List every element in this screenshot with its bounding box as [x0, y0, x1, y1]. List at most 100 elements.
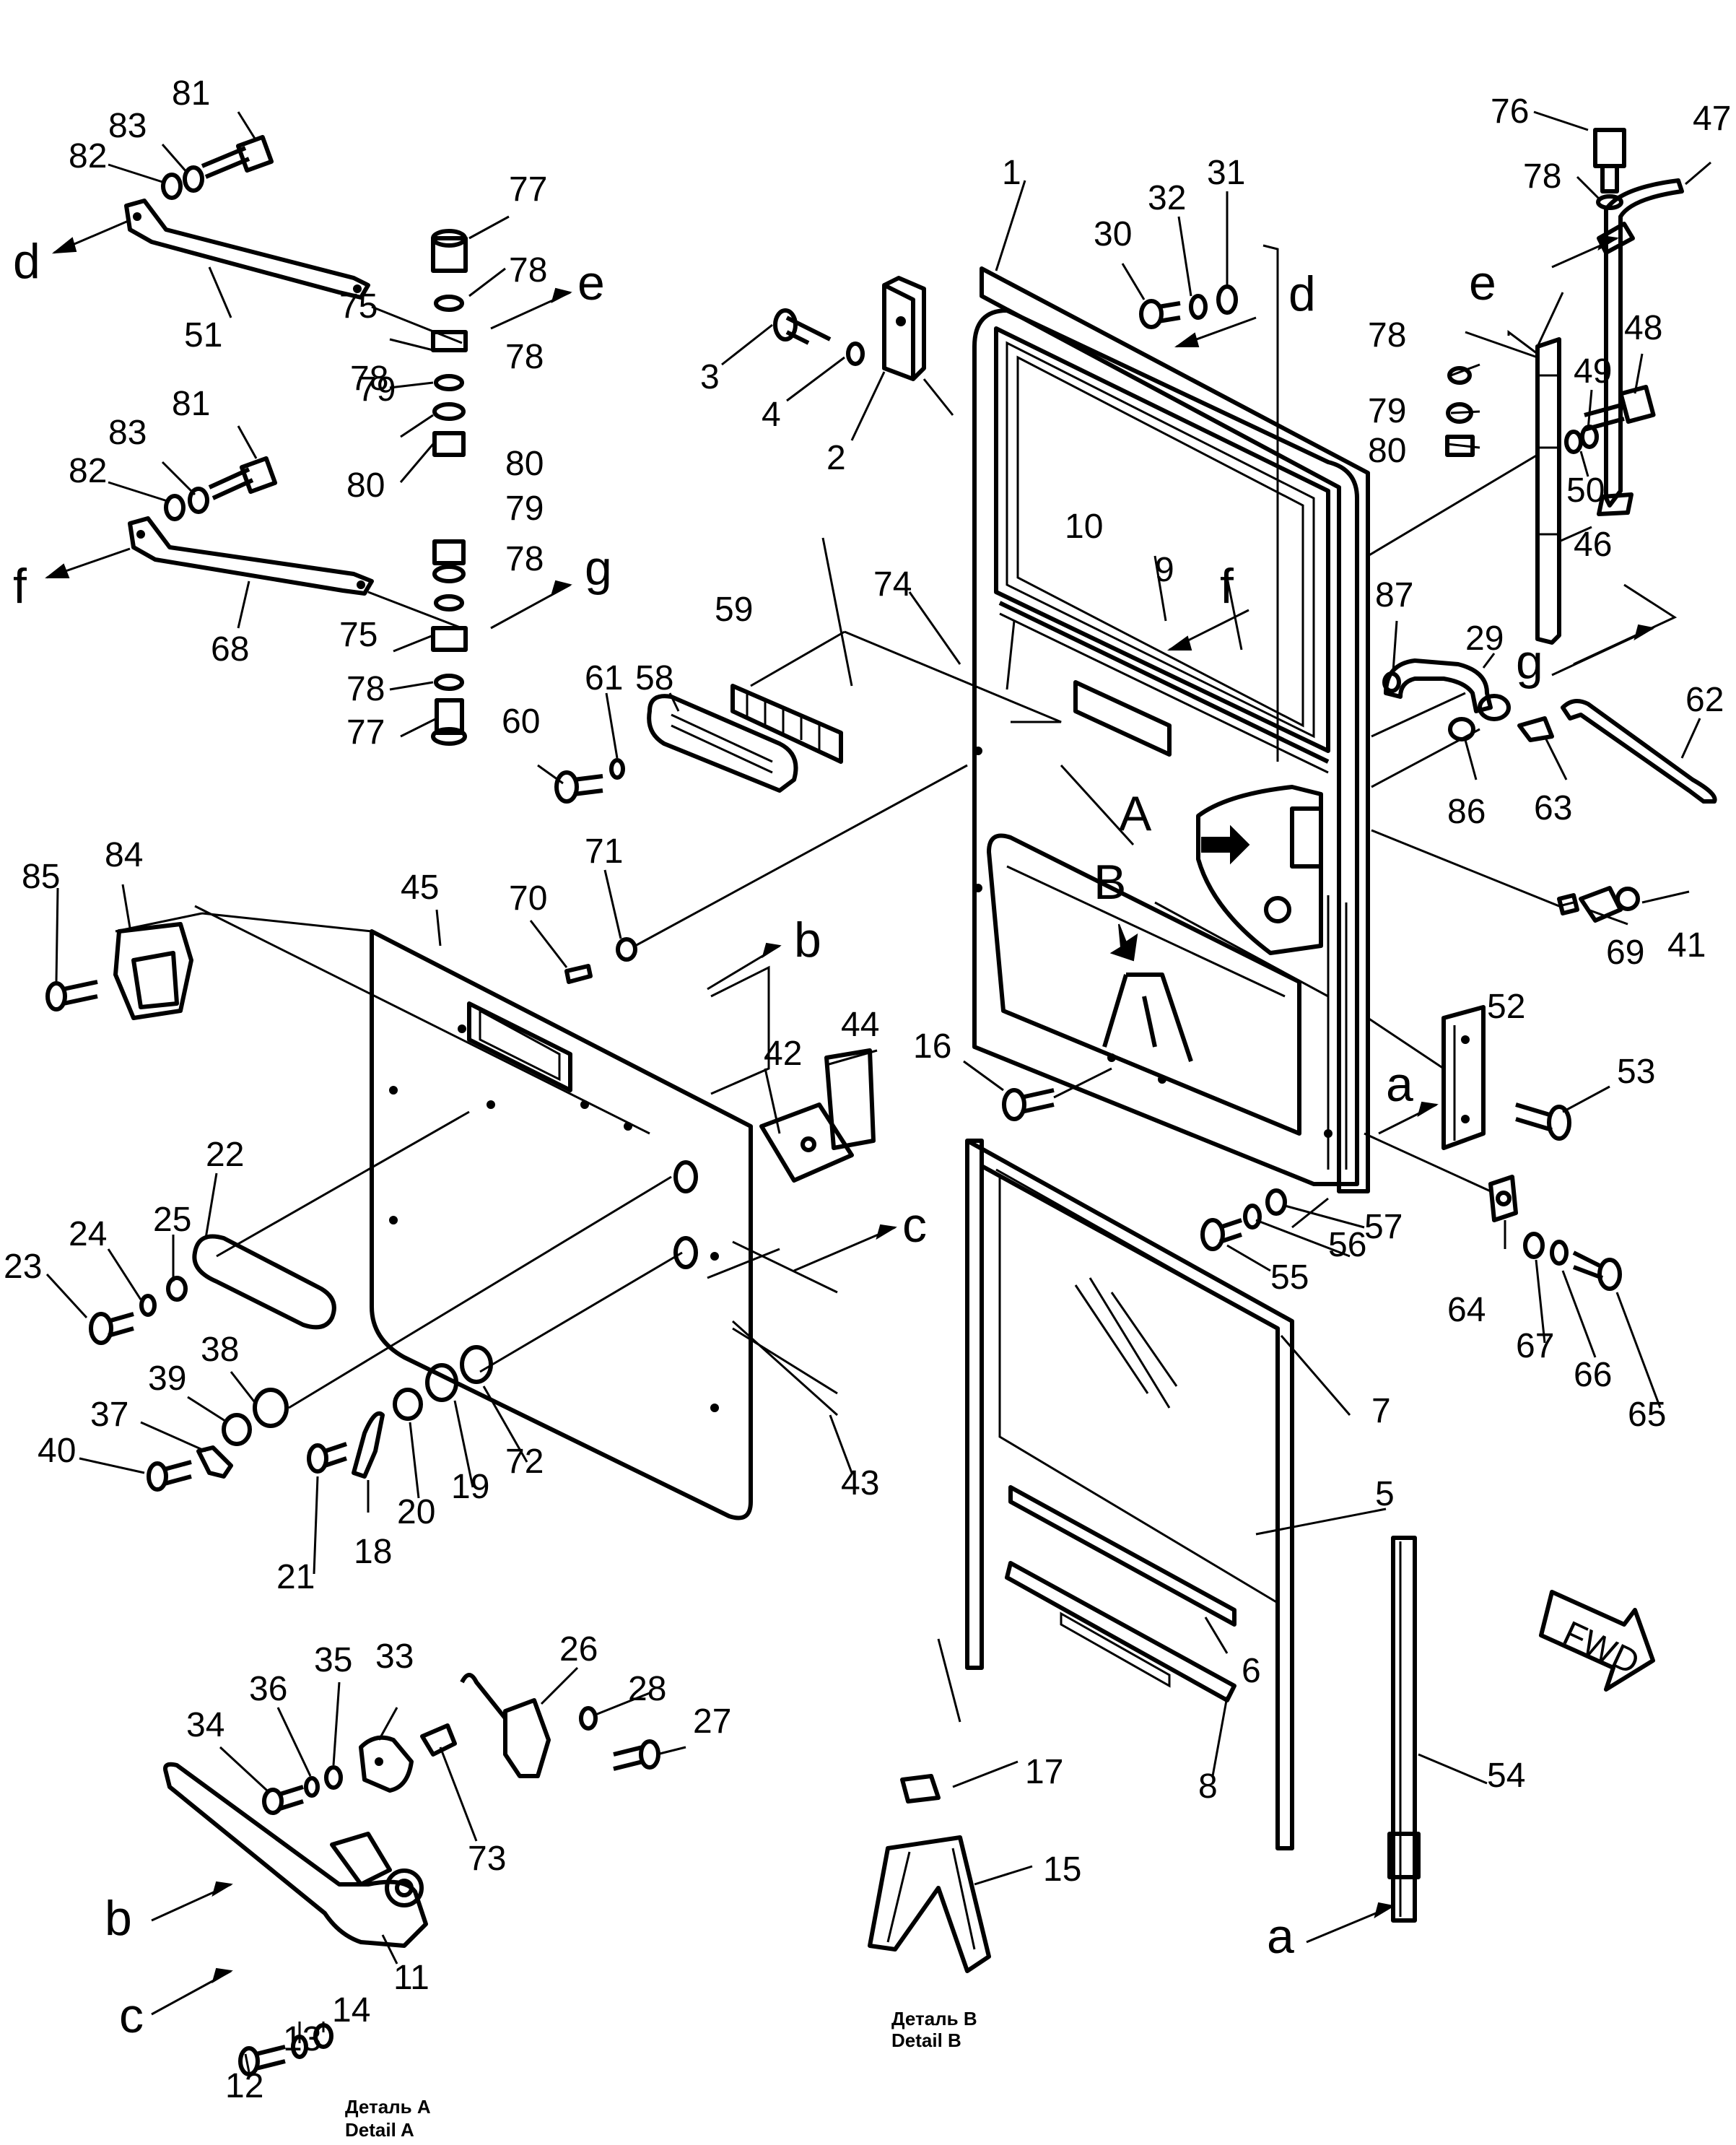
part-label: 18	[354, 1533, 392, 1571]
part-labels: 1 2 3 4 5 6 7 8 9 10 11 12 13 14 15 16 1…	[4, 74, 1731, 2105]
part-label: 85	[22, 858, 60, 896]
part-label: 62	[1685, 681, 1724, 719]
part-label: 79	[357, 370, 396, 409]
part-label: 79	[1368, 392, 1406, 430]
ref-letter-d: d	[1288, 266, 1316, 321]
part-label: 28	[628, 1670, 666, 1708]
ref-letter-b: b	[105, 1891, 132, 1946]
part-label: 11	[393, 1959, 429, 1997]
grille-58-59	[554, 684, 843, 804]
part-label: 32	[1148, 179, 1186, 217]
part-label: 21	[276, 1558, 315, 1596]
part-label: 16	[913, 1027, 951, 1066]
part-label: 54	[1487, 1757, 1525, 1795]
lower-glass-frame	[965, 1139, 1294, 1850]
part-label: 17	[1025, 1753, 1063, 1791]
bolt-48	[1564, 385, 1656, 454]
ref-letter-c: c	[902, 1198, 927, 1253]
part-label: 35	[314, 1641, 352, 1679]
part-label: 13	[283, 2020, 321, 2058]
part-label: 2	[826, 439, 846, 477]
part-label: 63	[1534, 789, 1572, 827]
part-label: 1	[1002, 154, 1021, 192]
part-label: 78	[350, 360, 388, 398]
part-label: 39	[148, 1359, 186, 1398]
bracket-2	[773, 276, 926, 381]
bolt-stack-lower	[164, 456, 278, 521]
bushing-group	[147, 1345, 493, 1492]
lock-41	[1557, 886, 1640, 923]
part-label: 51	[184, 316, 222, 354]
part-label: 27	[693, 1702, 731, 1741]
clip-70-71	[564, 937, 637, 984]
part-label: 5	[1375, 1475, 1395, 1513]
part-label: 53	[1617, 1053, 1655, 1091]
detail-a-caption-en: Detail A	[345, 2119, 414, 2141]
part-label: 76	[1491, 92, 1529, 131]
part-label: 59	[715, 591, 753, 629]
part-label: 38	[201, 1331, 239, 1369]
part-label: 78	[1368, 316, 1406, 354]
leader-lines	[45, 110, 1711, 2073]
part-label: 9	[1155, 551, 1174, 589]
part-label: 86	[1447, 793, 1486, 831]
detail-b-caption-en: Detail B	[891, 2029, 961, 2051]
part-label: 80	[1368, 432, 1406, 470]
part-label: 47	[1693, 100, 1731, 138]
part-label: 31	[1207, 154, 1245, 192]
ref-letter-d: d	[13, 234, 40, 289]
detail-b-caption-ru: Деталь B	[891, 2008, 977, 2029]
ref-letter-c: c	[119, 1988, 144, 2043]
part-label: 83	[108, 414, 147, 452]
part-label: 52	[1487, 988, 1525, 1026]
ref-letter-f: f	[13, 559, 27, 614]
part-label: 43	[841, 1464, 879, 1502]
part-label: 46	[1574, 526, 1612, 564]
captions: Деталь B Detail B Деталь A Detail A	[345, 2008, 977, 2141]
part-label: 12	[225, 2067, 263, 2105]
part-label: 82	[69, 452, 107, 490]
part-label: 78	[1523, 157, 1561, 196]
part-label: 60	[502, 702, 540, 741]
ref-letter-g: g	[1516, 635, 1543, 689]
part-label: 48	[1624, 309, 1662, 347]
part-label: 67	[1516, 1327, 1554, 1365]
door-frame	[972, 266, 1370, 1193]
part-label: 36	[249, 1670, 287, 1708]
hinge-plate-46	[1535, 337, 1561, 645]
part-label: 37	[90, 1396, 128, 1434]
detail-a-callout	[1196, 785, 1323, 955]
part-label: 8	[1198, 1767, 1218, 1806]
part-label: 42	[764, 1035, 802, 1073]
part-label: 44	[841, 1006, 879, 1044]
ref-letter-f: f	[1220, 559, 1234, 614]
part-label: 73	[468, 1840, 506, 1878]
part-label: 84	[105, 836, 143, 874]
screw-16	[1002, 1088, 1055, 1121]
part-label: 24	[69, 1215, 107, 1253]
detail-a-linkage	[163, 1673, 660, 2076]
part-label: 72	[505, 1443, 544, 1481]
inner-panel	[370, 929, 753, 1520]
ref-letter-B: B	[1094, 855, 1126, 910]
part-label: 57	[1364, 1208, 1403, 1246]
fastener-stack-upper	[431, 229, 468, 457]
part-label: 78	[509, 251, 547, 290]
part-label: 14	[332, 1991, 370, 2029]
striker-52	[1441, 1005, 1571, 1150]
part-label: 78	[505, 540, 544, 578]
ref-letter-b: b	[794, 913, 821, 967]
bar-54	[1387, 1536, 1421, 1923]
reference-arrows	[45, 219, 1655, 2016]
part-label: 22	[206, 1136, 244, 1174]
link-bar-68	[128, 516, 374, 596]
part-label: 81	[172, 385, 210, 423]
part-label: 50	[1566, 471, 1605, 510]
screw-30-32	[1139, 284, 1238, 329]
handle-22	[89, 1234, 336, 1345]
part-label: 33	[375, 1637, 414, 1676]
catch-64	[1488, 1175, 1622, 1291]
bolt-76	[1593, 128, 1626, 210]
ref-letter-a: a	[1267, 1909, 1294, 1964]
fastener-stack-lower	[431, 539, 468, 746]
